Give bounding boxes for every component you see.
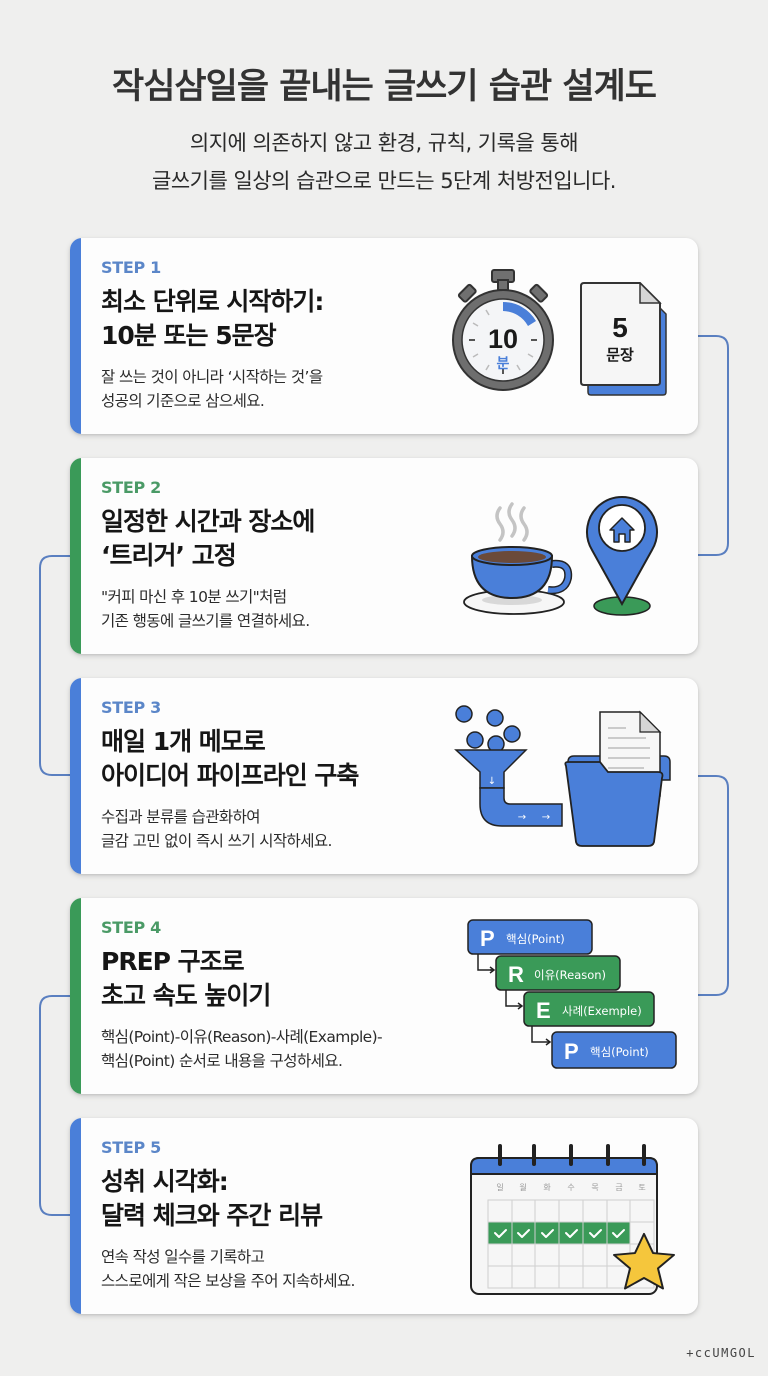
page-title: 작심삼일을 끝내는 글쓰기 습관 설계도 <box>112 67 657 107</box>
prep-block-p2: P 핵심(Point) <box>551 1031 677 1069</box>
idea-bubbles-icon <box>455 705 521 753</box>
svg-text:핵심(Point): 핵심(Point) <box>590 1045 649 1059</box>
svg-text:핵심(Point): 핵심(Point) <box>506 932 565 946</box>
step-description: "커피 마신 후 10분 쓰기"처럼 기존 행동에 글쓰기를 연결하세요. <box>101 585 461 633</box>
step-card-3: STEP 3 매일 1개 메모로 아이디어 파이프라인 구축 수집과 분류를 습… <box>70 678 698 874</box>
document-icon: 5 문장 <box>578 281 673 397</box>
step-title: 매일 1개 메모로 아이디어 파이프라인 구축 <box>101 725 461 793</box>
step-title-line-1: 성취 시각화: <box>101 1167 229 1196</box>
svg-text:↓: ↓ <box>488 776 496 787</box>
home-location-pin-icon <box>580 488 665 618</box>
step-description: 수집과 분류를 습관화하여 글감 고민 없이 즉시 쓰기 시작하세요. <box>101 805 461 853</box>
svg-text:R: R <box>508 962 524 987</box>
step-description: 잘 쓰는 것이 아니라 ‘시작하는 것’을 성공의 기준으로 삼으세요. <box>101 365 461 413</box>
step-title-line-1: 매일 1개 메모로 <box>101 727 266 756</box>
step-description: 핵심(Point)-이유(Reason)-사례(Example)- 핵심(Poi… <box>101 1025 461 1073</box>
step-card-5: STEP 5 성취 시각화: 달력 체크와 주간 리뷰 연속 작성 일수를 기록… <box>70 1118 698 1314</box>
step-title-line-2: 달력 체크와 주간 리뷰 <box>101 1201 323 1230</box>
step-title-line-2: 초고 속도 높이기 <box>101 981 271 1010</box>
svg-text:수: 수 <box>567 1183 574 1192</box>
accent-bar <box>70 1118 81 1314</box>
timer-unit: 분 <box>497 356 510 372</box>
svg-text:사례(Exemple): 사례(Exemple) <box>562 1004 642 1018</box>
step-card-2: STEP 2 일정한 시간과 장소에 ‘트리거’ 고정 "커피 마신 후 10분… <box>70 458 698 654</box>
calendar-icon: 일 월 화 수 목 금 토 <box>468 1140 688 1300</box>
step-desc-line-2: 성공의 기준으로 삼으세요. <box>101 392 265 410</box>
step-title: PREP 구조로 초고 속도 높이기 <box>101 945 461 1013</box>
prep-block-r: R 이유(Reason) <box>495 955 621 991</box>
subtitle-line-2: 글쓰기를 일상의 습관으로 만드는 5단계 처방전입니다. <box>152 169 616 193</box>
step-label: STEP 2 <box>101 478 161 497</box>
connector-step1-step2 <box>698 335 729 556</box>
svg-text:→: → <box>542 812 550 823</box>
watermark-logo: +ccUMGOL <box>686 1346 756 1360</box>
prep-structure-diagram: P 핵심(Point) R 이유(Reason) E 사례(Exemple) P… <box>466 918 686 1078</box>
step-title-line-1: 일정한 시간과 장소에 <box>101 507 315 536</box>
pipe-icon <box>479 787 563 827</box>
step-desc-line-1: "커피 마신 후 10분 쓰기"처럼 <box>101 588 287 606</box>
step-title: 성취 시각화: 달력 체크와 주간 리뷰 <box>101 1165 461 1233</box>
svg-text:목: 목 <box>591 1183 598 1192</box>
step-card-1: STEP 1 최소 단위로 시작하기: 10분 또는 5문장 잘 쓰는 것이 아… <box>70 238 698 434</box>
connector-step3-step4 <box>698 775 729 996</box>
step-desc-line-1: 연속 작성 일수를 기록하고 <box>101 1248 265 1266</box>
step-card-4: STEP 4 PREP 구조로 초고 속도 높이기 핵심(Point)-이유(R… <box>70 898 698 1094</box>
coffee-cup-icon <box>460 498 580 618</box>
step-description: 연속 작성 일수를 기록하고 스스로에게 작은 보상을 주어 지속하세요. <box>101 1245 461 1293</box>
timer-number: 10 <box>488 324 518 354</box>
step-label: STEP 5 <box>101 1138 161 1157</box>
svg-text:이유(Reason): 이유(Reason) <box>534 968 606 982</box>
connector-step2-step3 <box>39 555 70 776</box>
step-desc-line-2: 스스로에게 작은 보상을 주어 지속하세요. <box>101 1272 355 1290</box>
calendar-day-labels: 일 월 화 수 목 금 토 <box>496 1182 645 1192</box>
check-icon <box>494 1229 625 1238</box>
svg-text:→: → <box>518 812 526 823</box>
doc-unit: 문장 <box>606 346 634 364</box>
stopwatch-icon: 10 분 <box>448 268 558 398</box>
step-desc-line-1: 잘 쓰는 것이 아니라 ‘시작하는 것’을 <box>101 368 323 386</box>
step-title: 최소 단위로 시작하기: 10분 또는 5문장 <box>101 285 461 353</box>
svg-text:P: P <box>480 926 495 951</box>
accent-bar <box>70 898 81 1094</box>
accent-bar <box>70 238 81 434</box>
svg-text:토: 토 <box>638 1183 645 1192</box>
step-desc-line-2: 기존 행동에 글쓰기를 연결하세요. <box>101 612 310 630</box>
svg-text:화: 화 <box>543 1183 551 1192</box>
step-label: STEP 3 <box>101 698 161 717</box>
step-label: STEP 4 <box>101 918 161 937</box>
step-title-line-2: ‘트리거’ 고정 <box>101 541 237 570</box>
idea-pipeline-illustration: ↓ → → <box>450 700 690 850</box>
svg-text:P: P <box>564 1039 579 1064</box>
step-desc-line-2: 글감 고민 없이 즉시 쓰기 시작하세요. <box>101 832 332 850</box>
svg-text:E: E <box>536 998 551 1023</box>
svg-text:금: 금 <box>615 1183 622 1192</box>
folder-icon <box>564 761 664 847</box>
svg-text:일: 일 <box>496 1183 503 1192</box>
star-icon <box>613 1232 675 1290</box>
prep-block-e: E 사례(Exemple) <box>523 991 655 1027</box>
page-subtitle: 의지에 의존하지 않고 환경, 규칙, 기록을 통해 글쓰기를 일상의 습관으로… <box>0 124 768 200</box>
step-title-line-2: 아이디어 파이프라인 구축 <box>101 761 359 790</box>
doc-number: 5 <box>612 312 628 343</box>
step-title: 일정한 시간과 장소에 ‘트리거’ 고정 <box>101 505 461 573</box>
accent-bar <box>70 678 81 874</box>
step-desc-line-2: 핵심(Point) 순서로 내용을 구성하세요. <box>101 1052 343 1070</box>
svg-text:월: 월 <box>519 1182 526 1192</box>
connector-step4-step5 <box>39 995 70 1216</box>
accent-bar <box>70 458 81 654</box>
prep-block-p1: P 핵심(Point) <box>467 919 593 955</box>
step-label: STEP 1 <box>101 258 161 277</box>
step-title-line-1: PREP 구조로 <box>101 947 245 976</box>
step-desc-line-1: 핵심(Point)-이유(Reason)-사례(Example)- <box>101 1028 383 1046</box>
subtitle-line-1: 의지에 의존하지 않고 환경, 규칙, 기록을 통해 <box>189 131 579 155</box>
step-title-line-1: 최소 단위로 시작하기: <box>101 287 324 316</box>
step-desc-line-1: 수집과 분류를 습관화하여 <box>101 808 261 826</box>
step-title-line-2: 10분 또는 5문장 <box>101 321 277 350</box>
